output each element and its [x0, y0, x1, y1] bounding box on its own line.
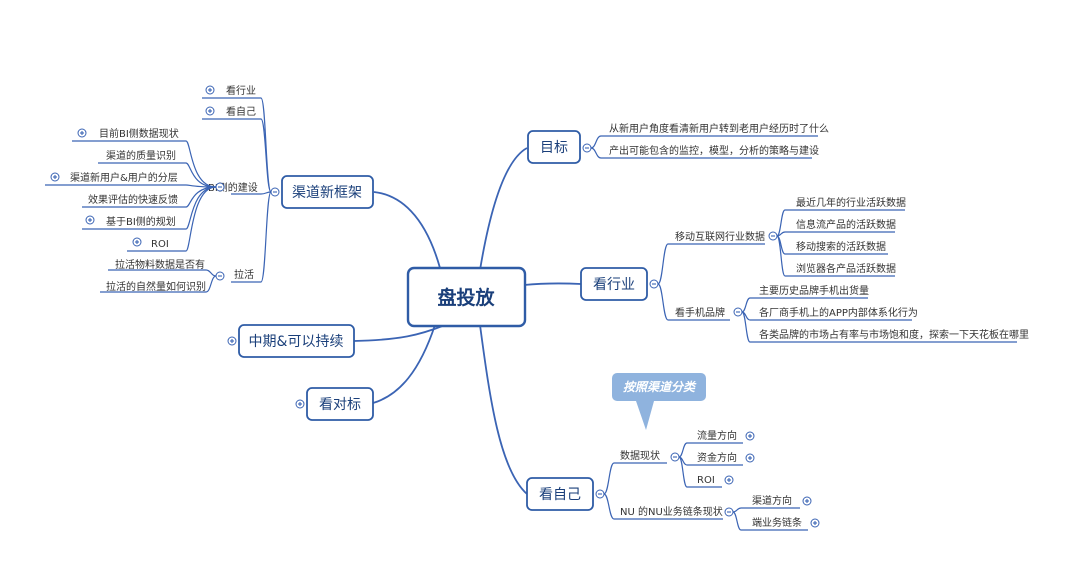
mobile-industry-item: 移动搜索的活跃数据	[796, 240, 886, 253]
callout-text: 按照渠道分类	[623, 380, 697, 394]
mobile-industry-item: 浏览器各产品活跃数据	[796, 262, 896, 275]
framework-top-item: 看自己	[226, 105, 256, 118]
bi-item: 渠道的质量识别	[106, 149, 176, 162]
bi-item: 渠道新用户&用户的分层	[70, 171, 178, 184]
pull-label: 拉活	[234, 268, 254, 281]
industry-node[interactable]	[580, 267, 648, 301]
nu-chain-label: NU 的NU业务链条现状	[620, 505, 723, 518]
self-label: 看自己	[539, 487, 581, 503]
midterm-label: 中期&可以持续	[249, 333, 344, 350]
expand-icon[interactable]	[77, 128, 87, 138]
goal-item: 从新用户角度看清新用户转到老用户经历时了什么	[609, 122, 829, 135]
pull-collapse-toggle[interactable]	[215, 271, 225, 281]
bi-item: 基于BI侧的规划	[106, 215, 176, 228]
framework-node[interactable]	[281, 175, 374, 209]
industry-label: 看行业	[593, 277, 635, 293]
goal-node[interactable]	[527, 130, 581, 164]
framework-collapse-toggle[interactable]	[270, 187, 280, 197]
phone-brand-label: 看手机品牌	[675, 306, 725, 319]
phone-brand-item: 主要历史品牌手机出货量	[759, 284, 869, 297]
mobile-industry-item: 信息流产品的活跃数据	[796, 218, 896, 231]
goal-label: 目标	[540, 140, 568, 156]
expand-icon[interactable]	[810, 518, 820, 528]
data-status-item: ROI	[697, 475, 715, 486]
mobile-industry-label: 移动互联网行业数据	[675, 230, 765, 243]
bi-item: ROI	[151, 239, 169, 250]
nu-chain-item: 渠道方向	[752, 494, 792, 507]
main-branches	[353, 147, 582, 495]
branch-midterm: 中期&可以持续	[227, 324, 355, 358]
pull-item: 拉活物料数据是否有	[115, 258, 205, 271]
expand-icon[interactable]	[745, 453, 755, 463]
framework-label: 渠道新框架	[292, 185, 362, 201]
data-status-item: 资金方向	[697, 451, 737, 464]
pull-item: 拉活的自然量如何识别	[106, 280, 206, 293]
expand-icon[interactable]	[295, 399, 305, 409]
goal-item: 产出可能包含的监控，模型，分析的策略与建设	[609, 144, 819, 157]
bi-collapse-toggle[interactable]	[215, 182, 225, 192]
expand-icon[interactable]	[745, 431, 755, 441]
branch-framework: 渠道新框架 看行业 看自己 BI侧的建设 目前BI侧数据现状 渠道的质量识别 渠…	[45, 84, 374, 293]
expand-icon[interactable]	[802, 496, 812, 506]
branch-industry: 看行业 移动互联网行业数据 最近几年的行业活跃数据 信息流产品的活跃数据 移动搜…	[580, 196, 1029, 343]
expand-icon[interactable]	[132, 237, 142, 247]
midterm-node[interactable]	[238, 324, 355, 358]
data-status-item: 流量方向	[697, 429, 737, 442]
root-node[interactable]: 盘投放	[406, 266, 527, 328]
branch-goal: 目标 从新用户角度看清新用户转到老用户经历时了什么 产出可能包含的监控，模型，分…	[527, 122, 829, 164]
expand-icon[interactable]	[205, 85, 215, 95]
goal-collapse-toggle[interactable]	[582, 143, 592, 153]
benchmark-node[interactable]	[306, 387, 374, 421]
self-node[interactable]	[526, 477, 594, 511]
mobile-industry-collapse-toggle[interactable]	[768, 231, 778, 241]
expand-icon[interactable]	[85, 215, 95, 225]
root-label: 盘投放	[437, 286, 495, 309]
expand-icon[interactable]	[205, 106, 215, 116]
phone-brand-collapse-toggle[interactable]	[733, 307, 743, 317]
bi-item: 效果评估的快速反馈	[88, 193, 178, 206]
branch-self: 按照渠道分类 看自己 数据现状 流量方向 资金方向 ROI NU 的NU业务链条…	[526, 373, 820, 531]
bi-item: 目前BI侧数据现状	[99, 127, 179, 140]
phone-brand-item: 各类品牌的市场占有率与市场饱和度，探索一下天花板在哪里	[759, 328, 1029, 341]
nu-chain-collapse-toggle[interactable]	[724, 507, 734, 517]
benchmark-label: 看对标	[319, 397, 361, 413]
expand-icon[interactable]	[227, 336, 237, 346]
self-collapse-toggle[interactable]	[595, 489, 605, 499]
callout: 按照渠道分类	[612, 373, 706, 430]
industry-collapse-toggle[interactable]	[649, 279, 659, 289]
data-status-collapse-toggle[interactable]	[670, 452, 680, 462]
expand-icon[interactable]	[50, 172, 60, 182]
branch-benchmark: 看对标	[295, 387, 374, 421]
nu-chain-item: 端业务链条	[752, 516, 802, 529]
framework-top-item: 看行业	[226, 84, 256, 97]
mobile-industry-item: 最近几年的行业活跃数据	[796, 196, 906, 209]
data-status-label: 数据现状	[620, 449, 660, 462]
expand-icon[interactable]	[724, 475, 734, 485]
phone-brand-item: 各厂商手机上的APP内部体系化行为	[759, 306, 918, 319]
